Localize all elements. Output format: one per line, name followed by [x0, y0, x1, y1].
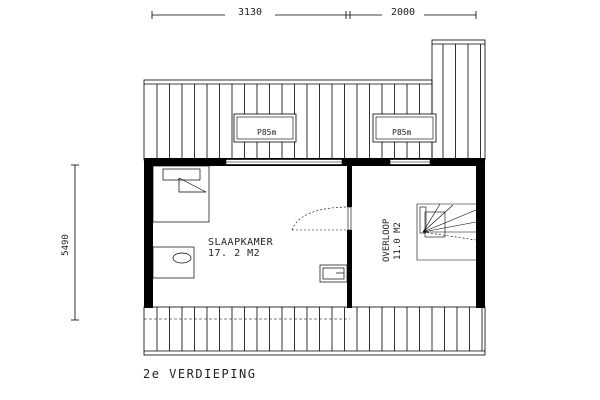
- room-name-slaapkamer: SLAAPKAMER: [208, 237, 274, 248]
- staircase: [416, 203, 477, 261]
- bed: [152, 165, 210, 223]
- sink: [319, 264, 348, 283]
- walls: [144, 158, 485, 308]
- skylight-right: P85m: [372, 113, 437, 143]
- desk: [152, 246, 195, 279]
- roof-bottom: [143, 306, 486, 356]
- door-swing: [291, 206, 348, 231]
- top-dimension-line: [151, 11, 477, 19]
- room-area-overloop: 11.0 M2: [393, 222, 403, 260]
- dimension-depth: 5490: [61, 234, 71, 256]
- floor-title: 2e VERDIEPING: [143, 367, 256, 381]
- room-area-slaapkamer: 17. 2 M2: [208, 248, 260, 259]
- left-dimension-line: [71, 164, 79, 321]
- skylight-label: P85m: [392, 128, 411, 137]
- skylight-left: P85m: [233, 113, 297, 143]
- skylight-label: P85m: [257, 128, 276, 137]
- wall-windows: [225, 159, 431, 231]
- room-name-overloop: OVERLOOP: [382, 218, 392, 262]
- dimension-width-right: 2000: [391, 7, 415, 18]
- dimension-width-left: 3130: [238, 7, 262, 18]
